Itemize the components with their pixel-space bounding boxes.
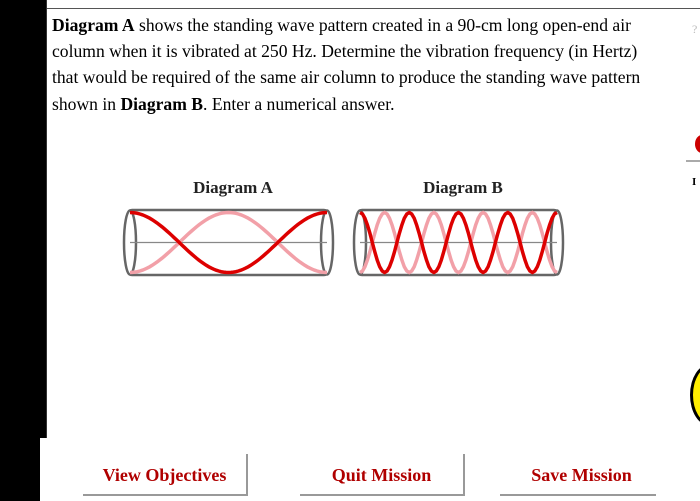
diagram-a-reference: Diagram A (52, 15, 135, 35)
quit-mission-button[interactable]: Quit Mission (300, 454, 465, 496)
wave-b-shadow (359, 210, 558, 275)
wave-b-main (359, 210, 558, 275)
diagram-b-tube (352, 208, 565, 277)
view-objectives-button[interactable]: View Objectives (83, 454, 248, 496)
side-panel-edge: ? I (656, 0, 700, 501)
question-end: . Enter a numerical answer. (203, 93, 395, 114)
diagram-b-label: Diagram B (423, 178, 503, 197)
question-panel: Diagram A shows the standing wave patter… (46, 0, 657, 438)
wave-a-main (129, 210, 328, 275)
save-mission-button[interactable]: Save Mission (500, 454, 665, 496)
diagram-a-tube (122, 208, 335, 277)
status-dot-icon (695, 135, 700, 153)
wave-a-shadow (129, 210, 328, 275)
divider (47, 8, 657, 9)
divider (686, 160, 700, 162)
yellow-badge-icon[interactable] (690, 364, 700, 426)
question-body: shows the standing wave pattern created … (52, 15, 641, 114)
help-mark[interactable]: ? (692, 22, 698, 36)
question-text: Diagram A shows the standing wave patter… (52, 12, 652, 117)
diagram-b-reference: Diagram B (120, 93, 204, 114)
side-label: I (692, 176, 697, 188)
diagram-a-label: Diagram A (193, 178, 273, 197)
divider (656, 8, 700, 9)
